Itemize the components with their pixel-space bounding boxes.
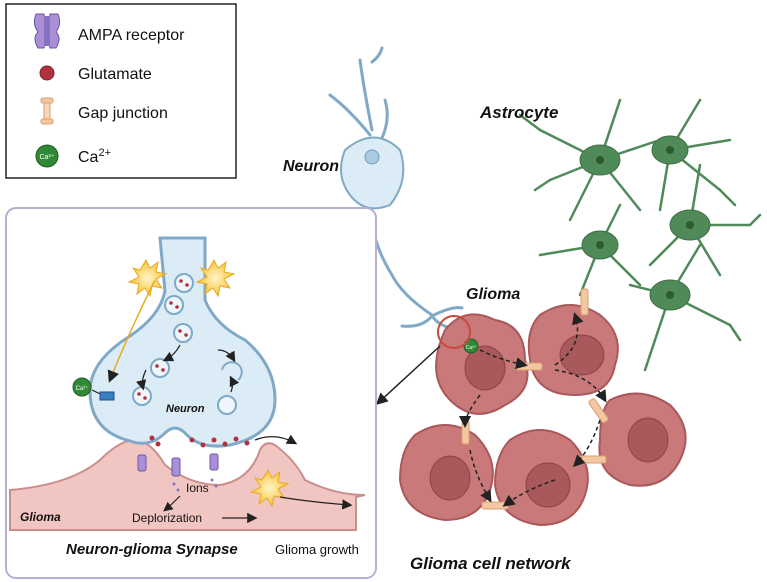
- calcium-influx-arrow: [107, 279, 156, 383]
- legend: AMPA receptor Glutamate Gap junction Ca²…: [5, 3, 237, 179]
- neuron-soma: [340, 136, 405, 210]
- inset-synapse-title: Neuron-glioma Synapse: [66, 541, 238, 558]
- inset-glioma-label: Glioma: [20, 510, 61, 524]
- synapse-highlight-circle: [437, 315, 471, 349]
- neuron-cell: [328, 46, 464, 330]
- inset-calcium-ion: [72, 377, 92, 397]
- calcium-wave-arrows: [459, 312, 607, 507]
- ions-arrow: [163, 495, 181, 512]
- synapse-inset: Glioma Neuron: [5, 207, 377, 579]
- astrocyte-cluster: [518, 98, 762, 372]
- inset-depolarization-label: Deplorization: [132, 511, 202, 525]
- calcium-channel: [99, 391, 115, 401]
- legend-label-ampa: AMPA receptor: [78, 27, 185, 44]
- astrocyte-label: Astrocyte: [479, 103, 558, 122]
- ampa-receptor-icon: [33, 13, 61, 49]
- action-potential-flash-right: [195, 258, 236, 298]
- glioma-network-label: Glioma cell network: [410, 554, 572, 573]
- depolarization-flash: [249, 468, 290, 508]
- neuron-label: Neuron: [283, 158, 339, 175]
- network-gap-junctions: [461, 288, 609, 510]
- inset-growth-label: Glioma growth: [275, 542, 359, 557]
- network-calcium-ion: [463, 338, 479, 354]
- glutamate-icon: [39, 65, 55, 81]
- neuron-nucleus: [364, 149, 380, 165]
- ampa-receptors: [137, 453, 219, 477]
- glioma-cells: [398, 304, 687, 527]
- svg-text:Ca²⁺: Ca²⁺: [40, 154, 55, 161]
- ion-dots: [172, 478, 218, 492]
- zoom-arrow: [375, 345, 441, 406]
- inset-ions-label: Ions: [186, 481, 209, 495]
- network-calcium-label: Ca²⁺: [466, 345, 477, 351]
- vesicle-cycle-arrows: [136, 344, 240, 393]
- legend-label-gap-junction: Gap junction: [78, 105, 168, 122]
- released-glutamate: [149, 435, 250, 448]
- gap-junction-icon: [40, 97, 54, 125]
- growth-arrow: [279, 496, 353, 510]
- vesicle-glutamate: [137, 279, 189, 400]
- legend-label-calcium: Ca2+: [78, 147, 111, 166]
- astrocyte-nuclei: [596, 146, 694, 299]
- inset-calcium-label: Ca²⁺: [76, 385, 89, 392]
- postsynaptic-glioma: [9, 438, 366, 531]
- glioma-label: Glioma: [466, 286, 520, 303]
- glutamate-spillover-arrow: [254, 434, 298, 445]
- inset-neuron-label: Neuron: [166, 403, 205, 415]
- synaptic-vesicles: [132, 273, 243, 415]
- legend-label-glutamate: Glutamate: [78, 66, 152, 83]
- calcium-ion-icon: Ca²⁺: [35, 144, 59, 168]
